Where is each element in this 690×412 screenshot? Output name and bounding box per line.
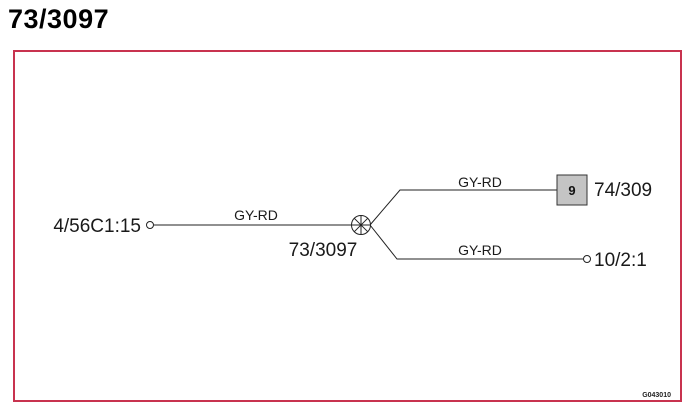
left-terminal-label: 4/56C1:15 [53, 216, 141, 237]
wire-lower-branch [369, 224, 583, 260]
component-label: 74/309 [594, 180, 652, 201]
diagram-frame [13, 50, 682, 402]
splice-label: 73/3097 [289, 240, 358, 261]
terminal-circle-icon [583, 255, 591, 263]
splice-node-icon [351, 215, 371, 235]
right-terminal-label: 10/2:1 [594, 250, 647, 271]
wire-label-lower: GY-RD [458, 242, 502, 258]
wire-upper-branch [369, 189, 557, 226]
terminal-circle-icon [146, 221, 154, 229]
page-title: 73/3097 [8, 4, 110, 34]
component-box-number: 9 [568, 183, 575, 198]
wire-label-main: GY-RD [234, 207, 278, 223]
component-box-icon [556, 174, 588, 206]
wire-label-upper: GY-RD [458, 174, 502, 190]
drawing-code: G043010 [642, 392, 671, 399]
